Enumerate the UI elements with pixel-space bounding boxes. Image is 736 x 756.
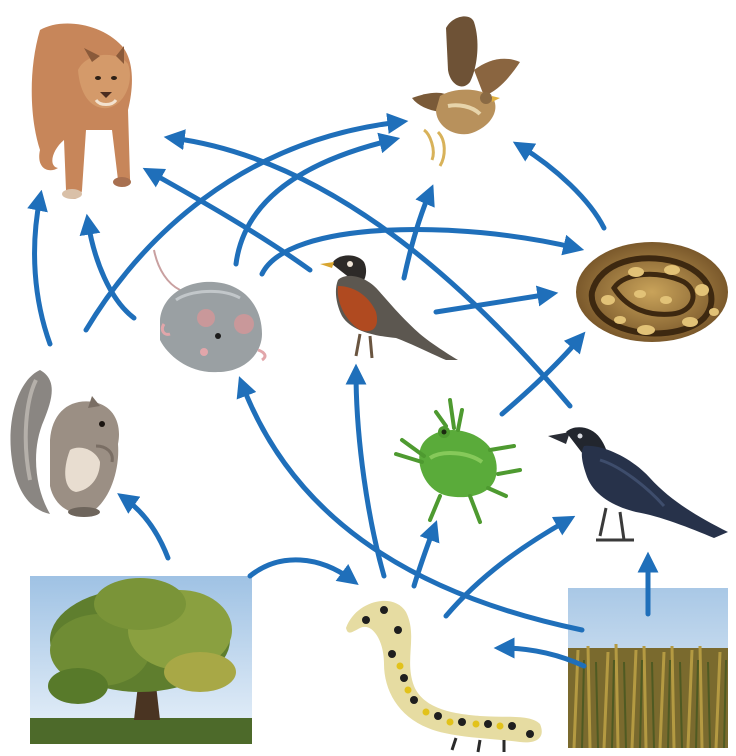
hawk-icon (412, 16, 520, 166)
oak-tree-icon (30, 576, 252, 744)
caterpillar-icon (346, 601, 542, 752)
frog-icon (396, 400, 520, 522)
mountain-lion-icon (32, 23, 132, 199)
arrow-robin-to-snake (436, 294, 550, 312)
arrow-oak-tree-to-caterpillar (250, 560, 352, 580)
arrow-robin-to-hawk (404, 192, 430, 278)
squirrel-icon (10, 370, 119, 517)
arrow-squirrel-to-mountain-lion (35, 198, 50, 344)
mouse-icon (154, 250, 265, 372)
arrow-caterpillar-to-crow (446, 520, 568, 616)
snake-icon (576, 242, 728, 342)
arrow-corn-field-to-mouse (242, 384, 582, 630)
arrow-oak-tree-to-squirrel (124, 498, 168, 558)
crow-icon (548, 427, 728, 540)
arrow-snake-to-hawk (520, 146, 604, 228)
